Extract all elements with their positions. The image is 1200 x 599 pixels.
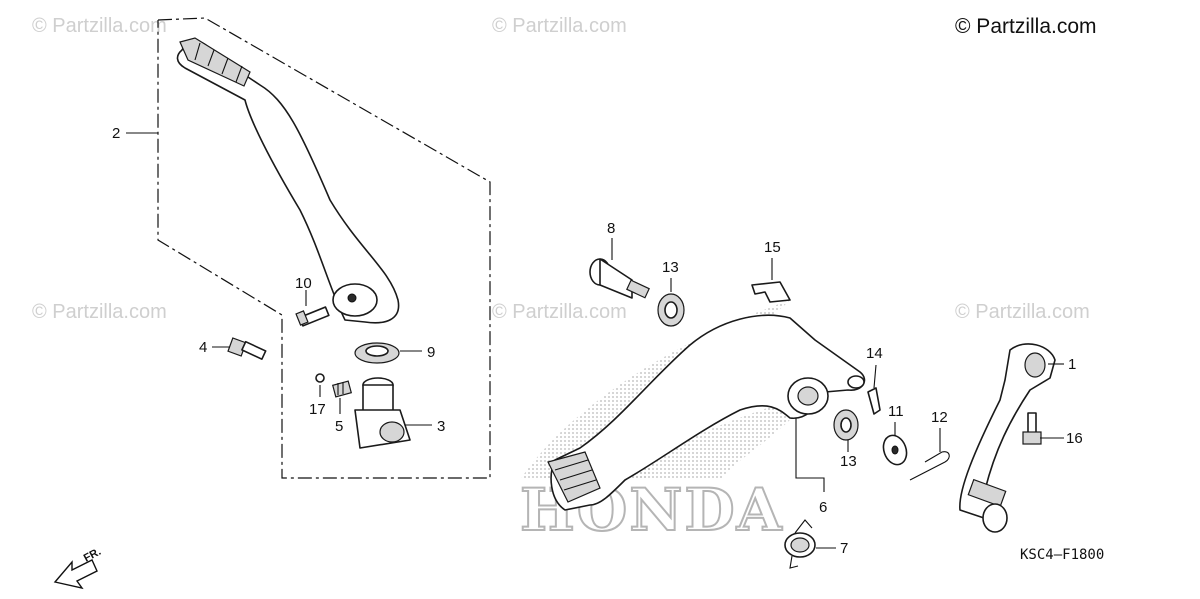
callout-7[interactable]: 7 <box>840 540 848 557</box>
callout-8[interactable]: 8 <box>607 220 615 237</box>
callout-9[interactable]: 9 <box>427 344 435 361</box>
front-direction-label: FR. <box>82 546 103 565</box>
clip-15-part[interactable] <box>751 281 791 303</box>
ball-17-part[interactable] <box>315 373 325 383</box>
front-direction-arrow-icon: FR. <box>53 546 103 590</box>
seal-13-lower-part[interactable] <box>833 409 859 441</box>
seal-13-upper-part[interactable] <box>657 293 685 327</box>
pivot-bolt-8-part[interactable] <box>589 258 650 299</box>
washer-11-part[interactable] <box>880 432 911 468</box>
return-spring-7-part[interactable] <box>784 519 816 569</box>
watermark-mid-left: © Partzilla.com <box>32 301 167 323</box>
callout-14[interactable]: 14 <box>866 345 883 362</box>
gearshift-pedal-part[interactable] <box>959 343 1056 533</box>
callout-13-upper[interactable]: 13 <box>662 259 679 276</box>
bolt-10-part[interactable] <box>295 306 330 327</box>
diagram-code: KSC4–F1800 <box>1020 547 1104 563</box>
kick-starter-spindle-part[interactable] <box>354 377 411 449</box>
callout-6[interactable]: 6 <box>819 499 827 516</box>
cotter-pin-14-part[interactable] <box>867 387 881 415</box>
spring-5-part[interactable] <box>331 380 353 398</box>
watermark-top-left: © Partzilla.com <box>32 15 167 37</box>
kickstarter-assembly-outline <box>157 17 491 479</box>
callout-16[interactable]: 16 <box>1066 430 1083 447</box>
watermark-mid-center: © Partzilla.com <box>492 301 627 323</box>
seal-9-part[interactable] <box>354 342 400 364</box>
callout-13-lower[interactable]: 13 <box>840 453 857 470</box>
callout-11[interactable]: 11 <box>888 403 904 420</box>
callout-2[interactable]: 2 <box>112 125 120 142</box>
callout-3[interactable]: 3 <box>437 418 445 435</box>
callout-labels: 2 4 10 9 17 5 3 8 13 15 14 11 12 1 16 13… <box>112 125 1083 557</box>
callout-4[interactable]: 4 <box>199 339 207 356</box>
leader-lines <box>126 132 1064 549</box>
callout-12[interactable]: 12 <box>931 409 948 426</box>
pin-12-part[interactable] <box>909 451 950 481</box>
watermark-mid-right: © Partzilla.com <box>955 301 1090 323</box>
callout-5[interactable]: 5 <box>335 418 343 435</box>
copyright-label: © Partzilla.com <box>955 15 1097 38</box>
brake-pedal-part[interactable] <box>547 314 866 511</box>
callout-10[interactable]: 10 <box>295 275 312 292</box>
callout-15[interactable]: 15 <box>764 239 781 256</box>
bolt-16-part[interactable] <box>1022 412 1042 445</box>
kick-starter-arm-part[interactable] <box>176 37 400 324</box>
callout-1[interactable]: 1 <box>1068 356 1076 373</box>
bolt-4-part[interactable] <box>227 337 267 360</box>
watermark-top-center: © Partzilla.com <box>492 15 627 37</box>
callout-17[interactable]: 17 <box>309 401 326 418</box>
